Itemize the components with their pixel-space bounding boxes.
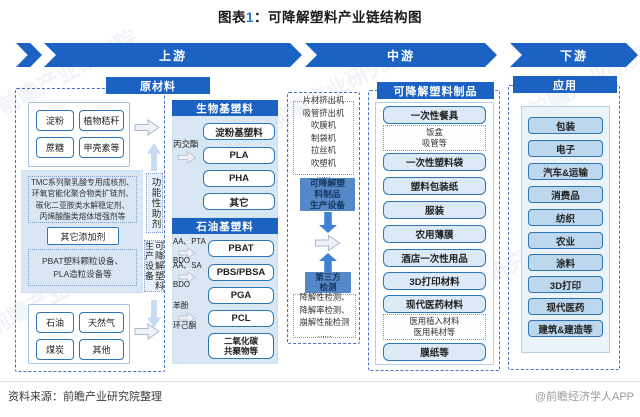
- app-auto-transport: 汽车&运输: [528, 163, 603, 180]
- app-modern-medicine: 现代医药: [528, 298, 603, 315]
- bio-plastics-header-label: 生物基塑料: [196, 102, 254, 115]
- third-party-testing-box: 第三方 检测: [305, 272, 351, 293]
- other-additives-box: 其它添加剂: [47, 227, 119, 245]
- product-plastic-bags: 一次性塑料袋: [383, 153, 486, 171]
- pcl-precursor-bottom: 环己酮: [173, 321, 197, 330]
- feedstock-straw: 植物秸秆: [79, 110, 124, 131]
- app-3d-printing: 3D打印: [528, 276, 603, 293]
- feedstock-coal: 煤炭: [36, 339, 74, 360]
- title-text: 可降解塑料产业链结构图: [268, 10, 422, 25]
- bio-plastics-header: 生物基塑料: [172, 100, 278, 116]
- app-construction: 建筑&建造等: [528, 320, 603, 337]
- banner-midstream: 中游: [305, 43, 497, 67]
- midstream-equipment-section: [287, 92, 360, 344]
- feedstock-chitin: 甲壳素等: [79, 137, 124, 158]
- right-arrow-icon: [178, 312, 196, 324]
- product-membrane-paper: 膜纸等: [383, 343, 486, 361]
- petro-item-pcl: PCL: [208, 310, 274, 327]
- feedstock-starch: 淀粉: [36, 110, 74, 131]
- banner-midstream-label: 中游: [386, 48, 415, 63]
- right-arrow-icon: [134, 323, 160, 340]
- applications-header: 应用: [513, 76, 617, 93]
- feedstock-other: 其他: [79, 339, 124, 360]
- banner-downstream: 下游: [510, 43, 638, 67]
- banner-downstream-label: 下游: [559, 48, 588, 63]
- banner-lead-chevron: [16, 43, 42, 67]
- petro-item-pga: PGA: [208, 287, 274, 304]
- banner-upstream-label: 上游: [158, 48, 187, 63]
- petro-item-pbs-pbsa: PBS/PBSA: [208, 264, 274, 281]
- product-clothing: 服装: [383, 201, 486, 219]
- pbs-precursor-bottom: BDO: [173, 280, 190, 289]
- petro-item-pbat: PBAT: [208, 240, 274, 257]
- product-medical-sub: 医用植入材料 医用耗材等: [383, 314, 486, 340]
- feedstock-natural-gas: 天然气: [79, 312, 124, 333]
- product-equipment-box: 可降解塑 料制品 生产设备: [300, 178, 355, 211]
- petro-plastics-header: 石油基塑料: [172, 218, 278, 234]
- bio-item-other: 其它: [203, 193, 275, 210]
- product-3d-printing-material: 3D打印材料: [383, 272, 486, 290]
- testing-list: 降解性检测、 降解率检测、 崩解性能检测 ......: [293, 292, 356, 339]
- right-arrow-icon: [177, 151, 197, 164]
- credit-note: @前瞻经济学人APP: [534, 391, 634, 403]
- product-packaging-paper: 塑料包装纸: [383, 177, 486, 195]
- bio-item-pha: PHA: [203, 170, 275, 187]
- petro-plastics-header-label: 石油基塑料: [196, 220, 254, 233]
- bio-item-pla: PLA: [203, 147, 275, 164]
- product-equipment-list: 片材挤出机 吸管挤出机 吹膜机 制袋机 拉丝机 吹塑机 ......: [293, 95, 354, 180]
- raw-materials-header: 原材料: [106, 77, 210, 94]
- page-title: 图表1：可降解塑料产业链结构图: [0, 6, 640, 26]
- title-prefix: 图表: [217, 10, 246, 25]
- functional-additives-label: 功能性助剂: [146, 173, 163, 233]
- app-packaging: 包装: [528, 117, 603, 134]
- products-header: 可降解塑料制品: [377, 82, 494, 99]
- products-header-label: 可降解塑料制品: [393, 85, 478, 98]
- raw-materials-header-label: 原材料: [140, 80, 176, 93]
- product-agricultural-film: 农用薄膜: [383, 225, 486, 243]
- applications-header-label: 应用: [553, 79, 577, 92]
- right-arrow-icon: [134, 119, 160, 136]
- feedstock-sucrose: 蔗糖: [36, 137, 74, 158]
- product-disposable-tableware: 一次性餐具: [383, 106, 486, 124]
- footer-divider: [0, 381, 640, 382]
- pbat-precursor-bottom: BDO: [173, 256, 190, 265]
- pbs-precursor-top: AA、SA: [173, 261, 202, 270]
- banner-upstream: 上游: [44, 43, 302, 67]
- equipment-note: PBAT塑料颗粒设备、 PLA造粒设备等: [28, 249, 137, 286]
- raw-materials-section: [15, 88, 165, 372]
- feedstock-petroleum: 石油: [36, 312, 74, 333]
- pcl-precursor-top: 苯酚: [173, 301, 189, 310]
- source-note: 资料来源：前瞻产业研究院整理: [8, 391, 162, 403]
- app-textile: 纺织: [528, 209, 603, 226]
- right-arrow-icon: [178, 271, 196, 283]
- additives-note: TMC系列聚乳酸专用成核剂、 环氧官能化聚合物类扩链剂、 碳化二亚胺类水解稳定剂…: [28, 176, 137, 223]
- title-number: 1: [245, 10, 254, 25]
- product-hotel-disposables: 酒店一次性用品: [383, 249, 486, 267]
- app-agriculture: 农业: [528, 232, 603, 249]
- production-equipment-label: 可降解塑料生产设备: [144, 240, 164, 292]
- petro-item-co2-copolymer: 二氧化碳 共聚物等: [208, 333, 274, 359]
- product-medical-material: 现代医药材料: [383, 295, 486, 313]
- product-disposable-sub: 饭盒 吸管等: [383, 125, 486, 151]
- pla-precursor-label: 丙交酯: [173, 139, 199, 149]
- app-electronics: 电子: [528, 140, 603, 157]
- app-coatings: 涂料: [528, 254, 603, 271]
- pbat-precursor-top: AA、PTA: [173, 237, 206, 246]
- title-separator: ：: [254, 10, 268, 25]
- bio-item-starch-based: 淀粉基塑料: [203, 123, 275, 140]
- app-consumer-goods: 消费品: [528, 186, 603, 203]
- right-arrow-icon: [178, 247, 196, 259]
- right-arrow-icon: [315, 234, 341, 252]
